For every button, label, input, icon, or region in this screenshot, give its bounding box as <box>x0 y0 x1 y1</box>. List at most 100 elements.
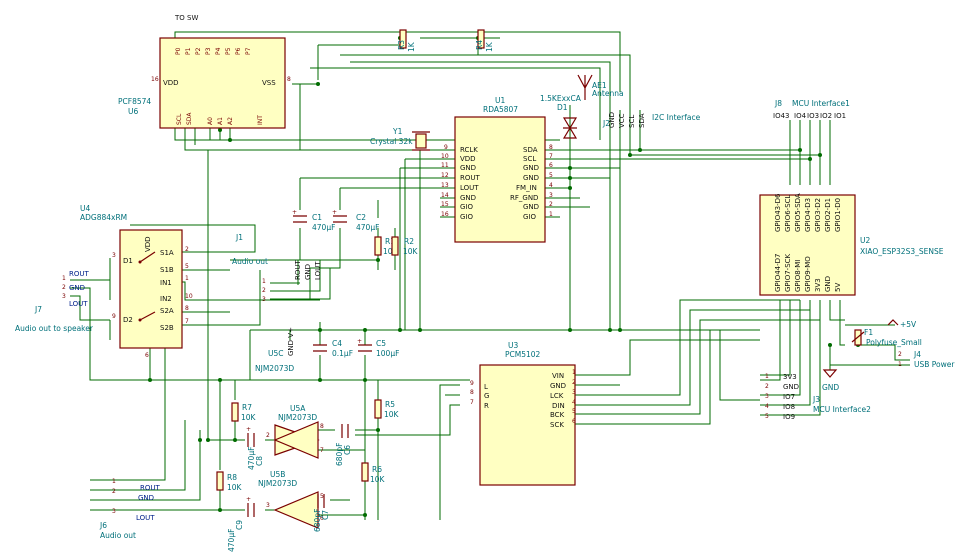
svg-text:8: 8 <box>549 144 553 151</box>
u5c-power[interactable]: U5C NJM2073D GND V+ <box>255 327 295 373</box>
svg-text:10: 10 <box>441 153 449 160</box>
svg-text:C7: C7 <box>321 510 330 520</box>
svg-text:GND: GND <box>523 174 539 182</box>
svg-text:S1B: S1B <box>160 266 174 274</box>
svg-text:DIN: DIN <box>552 402 565 410</box>
svg-text:GND: GND <box>69 284 85 292</box>
r1-resistor[interactable]: R1 10K <box>374 236 399 256</box>
svg-text:GPIO4-D3: GPIO4-D3 <box>804 198 812 232</box>
u6-bottom-pins: SCL SDA A0 A1 A2 INT <box>176 112 264 125</box>
r4-resistor[interactable]: R4 1K <box>475 29 494 52</box>
svg-text:P4: P4 <box>215 47 222 55</box>
svg-text:INT: INT <box>257 115 264 125</box>
svg-text:GND: GND <box>138 494 154 502</box>
svg-text:U5B: U5B <box>270 470 285 479</box>
svg-text:FM_IN: FM_IN <box>516 184 537 192</box>
svg-text:7: 7 <box>320 447 324 454</box>
svg-text:IO1: IO1 <box>834 112 846 120</box>
svg-text:0.1µF: 0.1µF <box>332 349 353 358</box>
svg-text:VDD: VDD <box>144 236 152 252</box>
svg-text:1.5KExxCA: 1.5KExxCA <box>540 94 582 103</box>
svg-text:Audio out to speaker: Audio out to speaker <box>15 324 94 333</box>
svg-text:USB Power: USB Power <box>914 360 955 369</box>
j7-speaker-out[interactable]: 1 2 3 ROUT GND LOUT J7 Audio out to spea… <box>15 270 94 333</box>
svg-text:10K: 10K <box>227 483 243 492</box>
r2-resistor[interactable]: R2 10K <box>391 236 419 256</box>
svg-text:A0: A0 <box>207 117 214 125</box>
f1-polyfuse[interactable]: F1 Polyfuse_Small <box>851 328 922 347</box>
j1-audio-out[interactable]: J1 Audio out ROUT GND LOUT 1 2 3 <box>232 233 322 303</box>
svg-text:IO4: IO4 <box>794 112 807 120</box>
svg-text:ROUT: ROUT <box>294 260 302 280</box>
svg-text:2: 2 <box>549 201 553 208</box>
svg-text:P2: P2 <box>195 47 202 55</box>
svg-text:3V3: 3V3 <box>783 373 797 381</box>
u1-rda5807[interactable]: U1 RDA5807 RCLK VDD GND ROUT LOUT GND GI… <box>441 96 553 243</box>
svg-text:GND: GND <box>822 383 839 392</box>
c9-capacitor[interactable]: + C9 470µF <box>227 496 255 552</box>
u6-vss-pin: VSS <box>262 79 276 87</box>
svg-text:3: 3 <box>112 252 116 259</box>
u1-left-pins: RCLK VDD GND ROUT LOUT GND GIO GIO 9 10 … <box>441 144 480 221</box>
r3-resistor[interactable]: R3 1K <box>397 29 416 52</box>
svg-text:10K: 10K <box>384 410 400 419</box>
svg-text:8: 8 <box>470 389 474 396</box>
svg-text:IO9: IO9 <box>783 413 795 421</box>
r8-resistor[interactable]: R8 10K <box>216 471 243 492</box>
svg-text:MCU Interface1: MCU Interface1 <box>792 99 850 108</box>
j3-mcu-interface2[interactable]: 1 2 3 4 5 3V3 GND IO7 IO8 IO9 J3 MCU Int… <box>765 373 871 421</box>
svg-text:6: 6 <box>549 162 553 169</box>
svg-text:C8: C8 <box>255 456 264 466</box>
u6-pcf8574[interactable]: TO SW VDD VSS 16 8 P0 P1 P2 P3 P4 P5 P6 … <box>118 14 291 129</box>
svg-text:680pF: 680pF <box>335 443 344 466</box>
svg-text:GND V+: GND V+ <box>287 327 295 356</box>
svg-text:IO3: IO3 <box>807 112 819 120</box>
svg-text:+: + <box>246 426 251 433</box>
u5b-amplifier[interactable]: U5B NJM2073D 5 6 3 <box>258 470 324 529</box>
y1-crystal[interactable]: Y1 Crystal 32k <box>370 127 430 151</box>
u6-part-label: PCF8574 <box>118 97 151 106</box>
u3-pcm5102[interactable]: U3 PCM5102 L G R 9 8 7 VIN GND LCK DIN B… <box>470 341 576 486</box>
j8-mcu-interface1[interactable]: J8 MCU Interface1 IO43 IO4 IO3 IO2 IO1 <box>773 99 850 120</box>
svg-text:R2: R2 <box>404 237 414 246</box>
j4-usb-power[interactable]: 2 1 J4 USB Power <box>898 350 955 369</box>
svg-text:L: L <box>484 383 488 391</box>
svg-text:C6: C6 <box>343 445 352 455</box>
svg-text:U4: U4 <box>80 204 90 213</box>
svg-text:5: 5 <box>572 408 576 415</box>
svg-text:GIO: GIO <box>460 213 473 221</box>
svg-text:3: 3 <box>549 192 553 199</box>
j2-i2c-connector[interactable]: J2 GND VCC SCL SDA I2C Interface <box>602 112 701 128</box>
c5-capacitor[interactable]: + C5 100µF <box>357 338 399 358</box>
c7-capacitor[interactable]: C7 680pF <box>313 494 330 532</box>
svg-text:5V: 5V <box>834 283 842 292</box>
svg-text:5: 5 <box>765 413 769 420</box>
r7-resistor[interactable]: R7 10K <box>231 402 257 422</box>
c1-capacitor[interactable]: + C1 470µF <box>292 209 335 232</box>
svg-text:G: G <box>484 392 489 400</box>
svg-text:3: 3 <box>572 389 576 396</box>
r6-resistor[interactable]: R6 10K <box>361 462 386 484</box>
u4-adg884-switch[interactable]: U4 ADG884xRM VDD D1 S1A S1B IN1 IN2 D2 S… <box>80 204 193 359</box>
svg-text:8: 8 <box>185 305 189 312</box>
c8-capacitor[interactable]: + C8 470µF <box>246 426 264 470</box>
svg-text:1: 1 <box>185 275 189 282</box>
c4-capacitor[interactable]: C4 0.1µF <box>313 339 353 358</box>
ae1-antenna[interactable]: AE1 Antenna <box>577 74 624 100</box>
j6-audio-out[interactable]: 1 2 3 ROUT GND LOUT J6 Audio out <box>99 478 160 540</box>
svg-text:RF_GND: RF_GND <box>510 194 538 202</box>
u5a-amplifier[interactable]: U5A NJM2073D 8 7 2 <box>266 404 324 459</box>
svg-text:IO8: IO8 <box>783 403 795 411</box>
u2-xiao-esp32s3[interactable]: U2 XIAO_ESP32S3_SENSE GPIO43-D6 GPIO44-D… <box>759 193 944 296</box>
svg-text:P6: P6 <box>235 47 242 55</box>
svg-text:GPIO1-D0: GPIO1-D0 <box>834 198 842 232</box>
c2-capacitor[interactable]: + C2 470µF <box>332 209 379 232</box>
svg-text:MCU Interface2: MCU Interface2 <box>813 405 871 414</box>
r5-resistor[interactable]: R5 10K <box>374 399 400 419</box>
d1-tvs-diode[interactable]: 1.5KExxCA D1 <box>540 94 582 139</box>
c6-capacitor[interactable]: C6 680pF <box>335 424 352 466</box>
svg-text:13: 13 <box>441 182 449 189</box>
svg-text:+: + <box>246 496 251 503</box>
svg-text:GND: GND <box>608 112 616 128</box>
